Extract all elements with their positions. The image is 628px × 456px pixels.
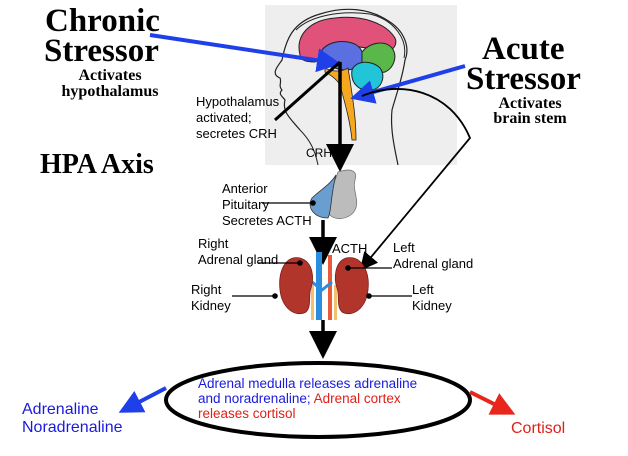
brainstem-to-adrenal-arrow bbox=[359, 88, 472, 271]
chronic-stressor-heading-line1: Chronic bbox=[45, 3, 160, 39]
hypothalamus-pointer bbox=[274, 60, 341, 122]
cortex-text-part1: Adrenal cortex bbox=[313, 391, 401, 406]
hypothalamus-label: Hypothalamus activated; secretes CRH bbox=[196, 94, 280, 141]
right-kidney-label: Right Kidney bbox=[191, 282, 231, 313]
acute-stressor-heading-line2: Stressor bbox=[466, 61, 581, 97]
oval-text: Adrenal medulla releases adrenaline and … bbox=[198, 376, 458, 421]
acute-stressor-sub-line2: brain stem bbox=[493, 110, 567, 127]
right-kidney bbox=[279, 257, 313, 315]
cortisol-arrow bbox=[469, 390, 516, 415]
adrenaline-arrow bbox=[118, 386, 167, 413]
adrenaline-output: Adrenaline Noradrenaline bbox=[22, 401, 123, 436]
cortisol-output: Cortisol bbox=[511, 420, 566, 437]
cerebellum bbox=[351, 61, 384, 91]
right-adrenal-label: Right Adrenal gland bbox=[198, 236, 279, 267]
chronic-stressor-sub-line1: Activates bbox=[78, 67, 142, 84]
pituitary-gland bbox=[309, 169, 358, 219]
left-kidney-label: Left Kidney bbox=[412, 282, 452, 313]
kidneys-graphic bbox=[279, 252, 369, 320]
adrenal-response-oval bbox=[164, 361, 472, 439]
medulla-text-line2: and noradrenaline; bbox=[198, 391, 311, 406]
brainstem bbox=[324, 67, 357, 141]
crh-label: CRH bbox=[306, 146, 332, 160]
acth-label: ACTH bbox=[332, 241, 368, 256]
diagram-title: HPA Axis bbox=[40, 149, 154, 180]
pituitary-label: Anterior Pituitary Secretes ACTH bbox=[222, 181, 312, 228]
medulla-text-line1: Adrenal medulla releases adrenaline bbox=[198, 376, 418, 391]
acute-stressor-heading-line1: Acute bbox=[482, 31, 565, 67]
chronic-stressor-sub-line2: hypothalamus bbox=[61, 83, 159, 100]
left-adrenal-label: Left Adrenal gland bbox=[393, 240, 474, 271]
chronic-stressor-heading-line2: Stressor bbox=[44, 33, 159, 69]
acute-stressor-sub-line1: Activates bbox=[498, 95, 562, 112]
chronic-stressor-arrow bbox=[149, 33, 341, 73]
left-kidney bbox=[334, 257, 369, 315]
cortex-text-part2: releases cortisol bbox=[198, 406, 296, 421]
